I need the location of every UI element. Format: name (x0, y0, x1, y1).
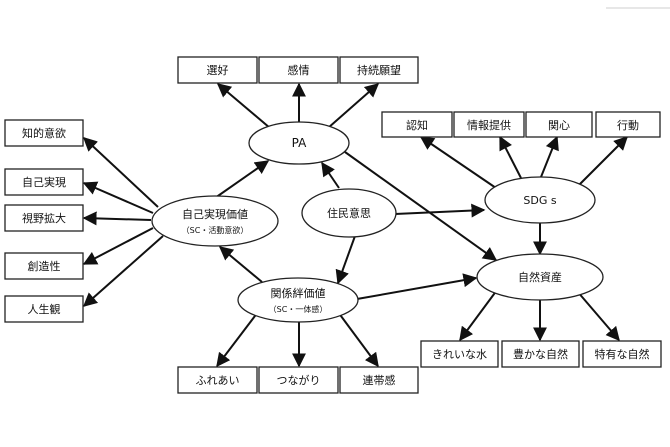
edge-sdgs-interest (540, 135, 559, 178)
node-bond-value: 関係絆価値 （SC・一体感） (237, 277, 359, 323)
edge-resident-sdgs (394, 203, 486, 218)
box-broadened-view-label: 視野拡大 (22, 211, 66, 225)
edge-self-creativity (82, 227, 154, 265)
box-creativity-label: 創造性 (28, 259, 61, 273)
edge-resident-bond (335, 235, 356, 285)
node-sdgs-label: SDG s (523, 194, 556, 207)
edge-self-pa (214, 160, 270, 199)
edge-self-life (82, 235, 164, 307)
edge-self-actualization (82, 181, 154, 214)
box-self-actualization: 自己実現 (4, 168, 84, 196)
box-intellectual-desire: 知的意欲 (4, 119, 84, 147)
box-continuation-wish-label: 持続願望 (357, 63, 401, 77)
node-resident-will: 住民意思 (301, 188, 397, 238)
edge-bond-natural (356, 273, 478, 300)
box-connection-label: つながり (277, 373, 321, 387)
box-info-provision-label: 情報提供 (467, 118, 511, 132)
edge-self-intellectual (82, 137, 159, 208)
box-recognition: 認知 (381, 111, 453, 138)
box-intellectual-desire-label: 知的意欲 (22, 126, 66, 140)
box-action-label: 行動 (617, 118, 639, 132)
edge-bond-solidarity (337, 311, 379, 368)
node-self-value: 自己実現価値 （SC・活動意欲） (151, 195, 279, 247)
edge-natural-unique (576, 290, 620, 342)
box-recognition-label: 認知 (406, 118, 428, 132)
box-unique-nature: 特有な自然 (582, 340, 662, 368)
node-self-value-label: 自己実現価値 (182, 207, 248, 221)
edge-bond-touch (216, 311, 259, 368)
box-touch-label: ふれあい (196, 374, 240, 387)
box-solidarity-label: 連帯感 (363, 373, 396, 387)
box-solidarity: 連帯感 (339, 366, 419, 394)
node-bond-value-label: 関係絆価値 (271, 286, 326, 300)
node-resident-will-label: 住民意思 (327, 206, 371, 220)
box-touch: ふれあい (177, 366, 258, 394)
box-unique-nature-label: 特有な自然 (595, 347, 650, 361)
edge-pa-preference (216, 83, 271, 129)
box-view-of-life: 人生観 (4, 295, 84, 323)
box-info-provision: 情報提供 (453, 111, 525, 138)
box-clean-water-label: きれいな水 (432, 348, 487, 361)
box-action: 行動 (595, 111, 661, 138)
box-view-of-life-label: 人生観 (28, 302, 61, 316)
box-clean-water: きれいな水 (420, 340, 499, 368)
box-emotion-label: 感情 (288, 64, 310, 77)
box-continuation-wish: 持続願望 (339, 56, 419, 84)
box-preference-label: 選好 (207, 63, 229, 77)
box-rich-nature: 豊かな自然 (501, 340, 580, 368)
edge-sdgs-info (499, 135, 522, 179)
box-preference: 選好 (177, 56, 258, 84)
node-natural-assets-label: 自然資産 (518, 270, 562, 284)
edge-bond-self (218, 246, 263, 283)
edges (82, 82, 628, 368)
edge-pa-continuation (327, 83, 380, 129)
edge-resident-pa (321, 161, 340, 189)
node-bond-value-sublabel: （SC・一体感） (269, 304, 328, 314)
box-broadened-view: 視野拡大 (4, 204, 84, 232)
node-natural-assets: 自然資産 (476, 253, 604, 301)
box-connection: つながり (258, 366, 339, 394)
node-pa: PA (248, 121, 350, 165)
edge-sdgs-action (576, 136, 628, 188)
node-sdgs: SDG s (484, 176, 596, 224)
node-self-value-sublabel: （SC・活動意欲） (182, 225, 249, 235)
box-interest-label: 関心 (548, 119, 570, 132)
node-pa-label: PA (292, 136, 307, 150)
box-emotion: 感情 (258, 56, 339, 84)
edge-sdgs-recognition (419, 136, 497, 189)
edge-self-broadened (82, 211, 152, 226)
edge-pa-natural (344, 151, 498, 261)
box-interest: 関心 (525, 111, 593, 138)
edge-natural-kind (459, 289, 498, 342)
box-creativity: 創造性 (4, 252, 84, 280)
box-rich-nature-label: 豊かな自然 (513, 347, 568, 361)
box-self-actualization-label: 自己実現 (22, 175, 66, 189)
